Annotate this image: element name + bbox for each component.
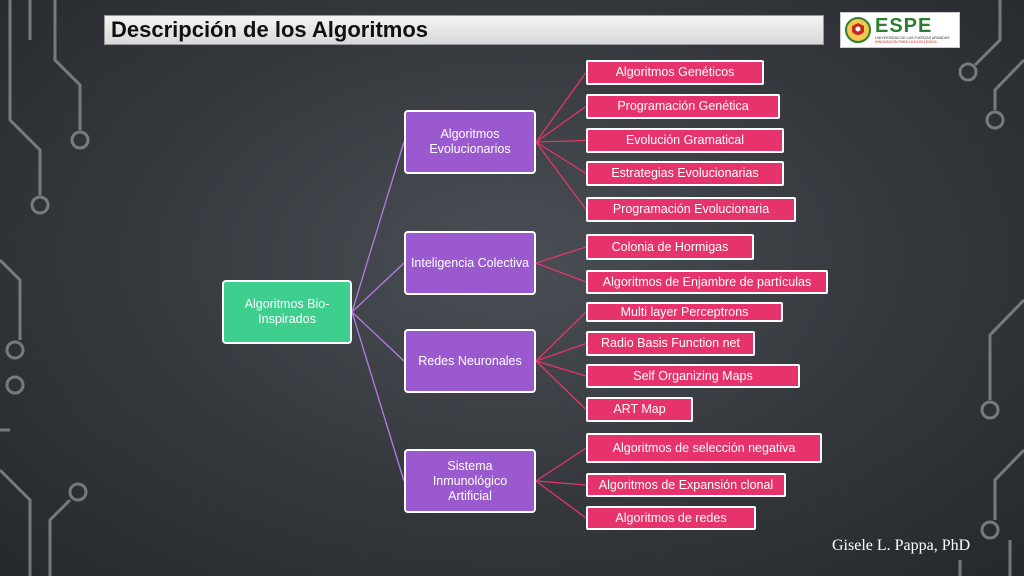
leaf-node-0-2-label: Evolución Gramatical: [625, 133, 745, 147]
leaf-node-2-0-label: Multi layer Perceptrons: [620, 304, 749, 319]
university-seal-icon: [845, 17, 871, 43]
leaf-node-0-1: Programación Genética: [586, 94, 780, 119]
leaf-node-0-1-label: Programación Genética: [617, 99, 749, 113]
leaf-node-3-0-label: Algoritmos de selección negativa: [612, 440, 796, 455]
group-node-3-label: Sistema Inmunológico Artificial: [432, 458, 508, 503]
leaf-node-2-1-label: Radio Basis Function net: [601, 336, 740, 350]
title-bar: Descripción de los Algoritmos: [104, 15, 824, 45]
leaf-node-0-0: Algoritmos Genéticos: [586, 60, 764, 85]
leaf-node-0-3: Estrategias Evolucionarias: [586, 161, 784, 186]
author-credit: Gisele L. Pappa, PhD: [832, 537, 971, 554]
leaf-node-3-1-label: Algoritmos de Expansión clonal: [598, 477, 774, 492]
logo-subtitle: UNIVERSIDAD DE LAS FUERZAS ARMADAS: [875, 35, 950, 40]
leaf-node-1-1-label: Algoritmos de Enjambre de partículas: [602, 274, 812, 289]
leaf-node-1-0: Colonia de Hormigas: [586, 234, 754, 260]
group-node-2: Redes Neuronales: [404, 329, 536, 393]
leaf-node-0-4: Programación Evolucionaria: [586, 197, 796, 222]
leaf-node-0-4-label: Programación Evolucionaria: [612, 202, 770, 216]
leaf-node-3-0: Algoritmos de selección negativa: [586, 433, 822, 463]
leaf-node-2-3-label: ART Map: [613, 402, 666, 416]
logo-tagline: INNOVACIÓN PARA LA EXCELENCIA: [875, 39, 937, 44]
leaf-node-1-1: Algoritmos de Enjambre de partículas: [586, 270, 828, 294]
leaf-node-2-1: Radio Basis Function net: [586, 331, 755, 356]
group-node-3: Sistema Inmunológico Artificial: [404, 449, 536, 513]
leaf-node-2-2: Self Organizing Maps: [586, 364, 800, 388]
leaf-node-0-3-label: Estrategias Evolucionarias: [611, 166, 759, 180]
group-node-1: Inteligencia Colectiva: [404, 231, 536, 295]
group-node-2-label: Redes Neuronales: [418, 353, 522, 368]
slide-title: Descripción de los Algoritmos: [111, 17, 429, 42]
leaf-node-3-2: Algoritmos de redes: [586, 506, 756, 530]
leaf-node-2-3: ART Map: [586, 397, 693, 422]
group-node-0: Algoritmos Evolucionarios: [404, 110, 536, 174]
leaf-node-2-2-label: Self Organizing Maps: [633, 368, 753, 383]
leaf-node-2-0: Multi layer Perceptrons: [586, 302, 783, 322]
leaf-node-0-0-label: Algoritmos Genéticos: [615, 65, 735, 79]
group-node-1-label: Inteligencia Colectiva: [410, 255, 530, 270]
logo-name: ESPE: [875, 14, 933, 37]
leaf-node-0-2: Evolución Gramatical: [586, 128, 784, 153]
root-node-label: Algoritmos Bio-Inspirados: [244, 297, 330, 326]
leaf-node-1-0-label: Colonia de Hormigas: [611, 239, 729, 254]
group-node-0-label: Algoritmos Evolucionarios: [429, 127, 511, 156]
root-node: Algoritmos Bio-Inspirados: [222, 280, 352, 344]
leaf-node-3-1: Algoritmos de Expansión clonal: [586, 473, 786, 497]
espe-logo: ESPE UNIVERSIDAD DE LAS FUERZAS ARMADAS …: [840, 12, 960, 48]
leaf-node-3-2-label: Algoritmos de redes: [615, 510, 727, 525]
